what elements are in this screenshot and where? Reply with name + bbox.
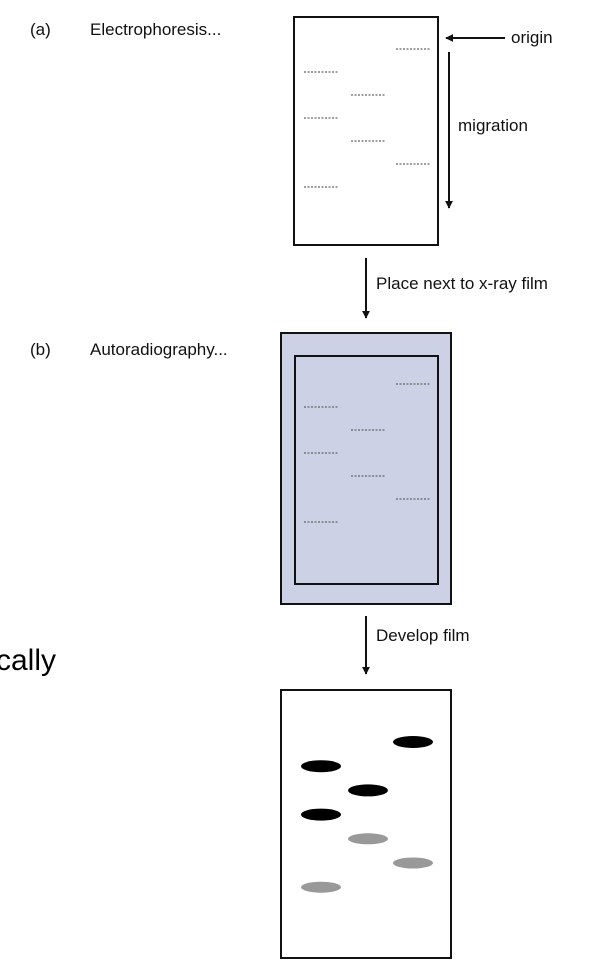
panel-a-title: Electrophoresis... [90,20,222,39]
panel-b-title: Autoradiography... [90,340,228,359]
film-band-dark [393,736,433,748]
film-band-dark [348,784,388,797]
gel-a [293,16,439,246]
origin-label: origin [511,28,553,47]
step-place-film-label: Place next to x-ray film [376,274,548,293]
film-band-light [393,857,433,869]
panel-b-letter: (b) [30,340,51,359]
gel-b [294,355,439,585]
migration-label: migration [458,116,528,135]
film-band-dark [301,808,341,821]
developed-film [280,689,452,959]
film-band-light [348,833,388,845]
film-band-light [301,881,341,893]
clipped-background-text: cally [0,644,57,677]
film-band-dark [301,760,341,773]
step-develop-film-label: Develop film [376,626,470,645]
panel-a-letter: (a) [30,20,51,39]
